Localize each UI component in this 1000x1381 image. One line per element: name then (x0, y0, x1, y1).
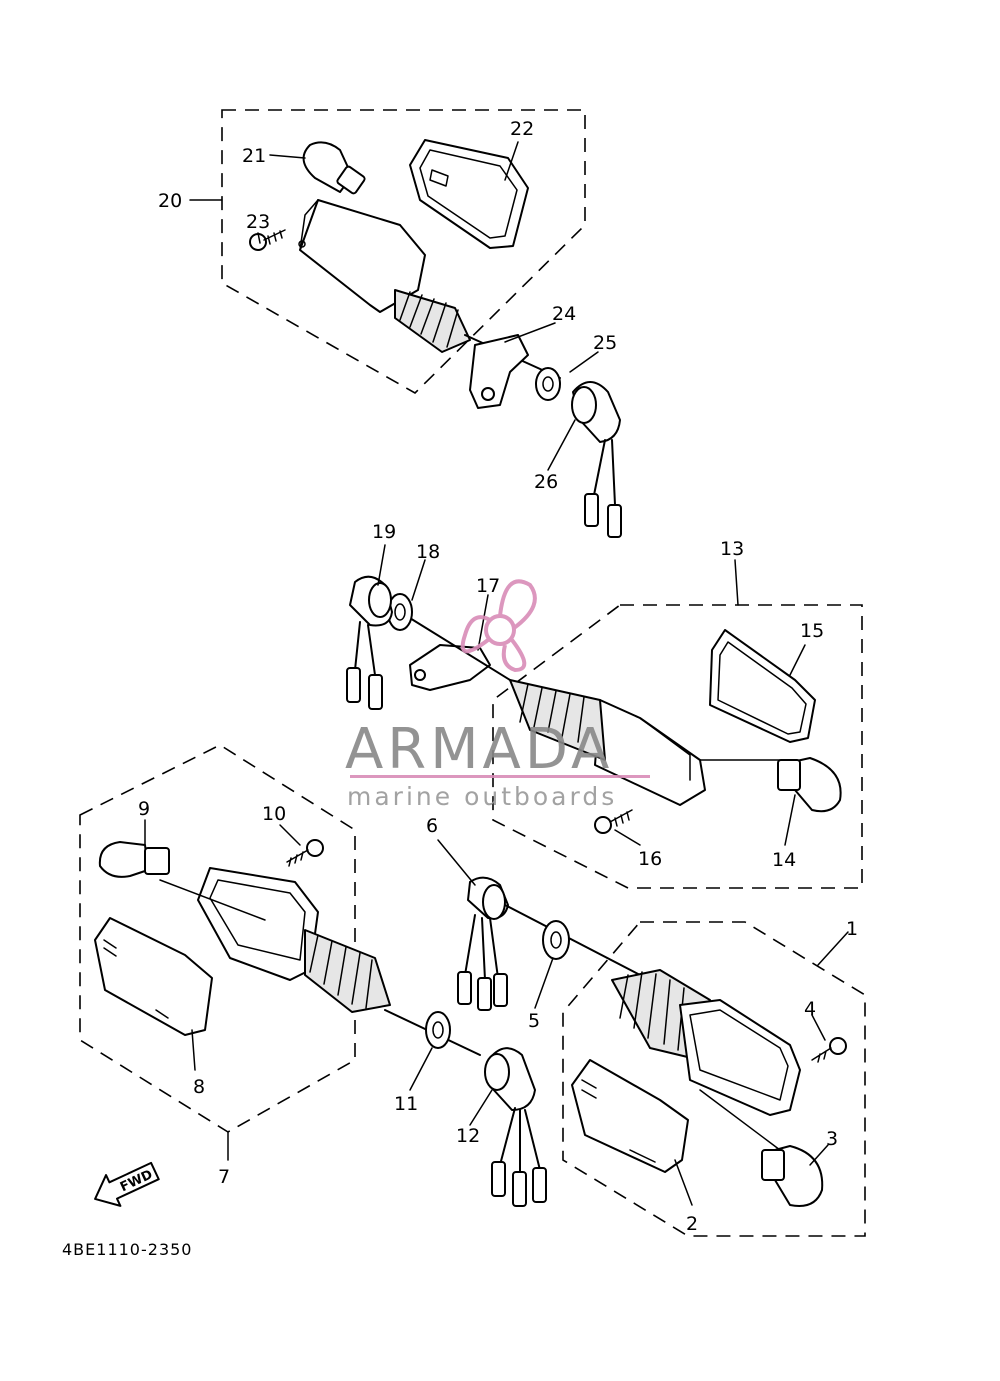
assembly-1-rear-right-flasher (457, 876, 866, 1237)
callout-labels: 1 2 3 4 5 6 7 8 9 10 11 12 13 14 15 16 1… (138, 118, 858, 1235)
housing-7 (159, 867, 481, 1056)
boot-19 (346, 575, 393, 710)
callout-5: 5 (528, 1010, 540, 1032)
watermark-underline (350, 775, 650, 778)
boot-26 (571, 381, 622, 538)
leader-lines (144, 141, 849, 1206)
housing-20 (298, 199, 561, 379)
callout-23: 23 (246, 211, 270, 233)
callout-1: 1 (846, 918, 858, 940)
grommet-11 (425, 1011, 451, 1049)
callout-25: 25 (593, 332, 617, 354)
callout-6: 6 (426, 815, 438, 837)
bulb-9 (98, 841, 170, 878)
callout-3: 3 (826, 1128, 838, 1150)
assembly-7-front-left-flasher (79, 744, 547, 1207)
assembly-13-front-right-flasher (346, 575, 863, 889)
boot-6 (457, 876, 641, 1011)
callout-8: 8 (193, 1076, 205, 1098)
callout-16: 16 (638, 848, 662, 870)
bulb-21 (302, 141, 366, 195)
callout-17: 17 (476, 575, 500, 597)
watermark-brand: ARMADA (345, 717, 613, 782)
watermark-tagline: marine outboards (347, 782, 617, 811)
bracket-24 (469, 334, 529, 409)
bulb-14 (777, 757, 842, 813)
callout-24: 24 (552, 303, 576, 325)
boot-12 (484, 1047, 547, 1207)
grommet-18 (387, 593, 413, 631)
housing-1 (611, 969, 801, 1151)
assembly-1-boundary (562, 921, 866, 1237)
lens-2 (571, 1059, 689, 1173)
callout-14: 14 (772, 849, 796, 871)
assembly-20-boundary (221, 109, 586, 394)
grommet-25 (535, 367, 561, 401)
assembly-20-rear-left-flasher (221, 109, 622, 538)
callout-11: 11 (394, 1093, 418, 1115)
forward-arrow-icon (94, 1161, 160, 1207)
grommet-5 (542, 920, 570, 960)
watermark: ARMADA marine outboards (345, 579, 650, 811)
callout-20: 20 (158, 190, 182, 212)
callout-19: 19 (372, 521, 396, 543)
callout-22: 22 (510, 118, 534, 140)
callout-10: 10 (262, 803, 286, 825)
housing-13 (509, 679, 791, 806)
callout-26: 26 (534, 471, 558, 493)
callout-15: 15 (800, 620, 824, 642)
screw-23 (249, 229, 286, 251)
callout-7: 7 (218, 1166, 230, 1188)
callout-4: 4 (804, 998, 816, 1020)
forward-arrow: FWD (94, 1161, 160, 1207)
propeller-logo-icon (460, 579, 537, 673)
lens-8 (94, 917, 213, 1036)
callout-13: 13 (720, 538, 744, 560)
callout-18: 18 (416, 541, 440, 563)
callout-12: 12 (456, 1125, 480, 1147)
screw-4 (811, 1037, 847, 1063)
bracket-17 (404, 614, 511, 691)
callout-21: 21 (242, 145, 266, 167)
screw-10 (286, 839, 324, 867)
lens-22 (409, 139, 529, 249)
diagram-code: 4BE1110-2350 (62, 1240, 192, 1259)
assembly-13-boundary (492, 604, 863, 889)
callout-2: 2 (686, 1213, 698, 1235)
callout-9: 9 (138, 798, 150, 820)
lens-15 (709, 629, 816, 743)
bulb-3 (761, 1145, 824, 1207)
screw-16 (594, 809, 633, 834)
